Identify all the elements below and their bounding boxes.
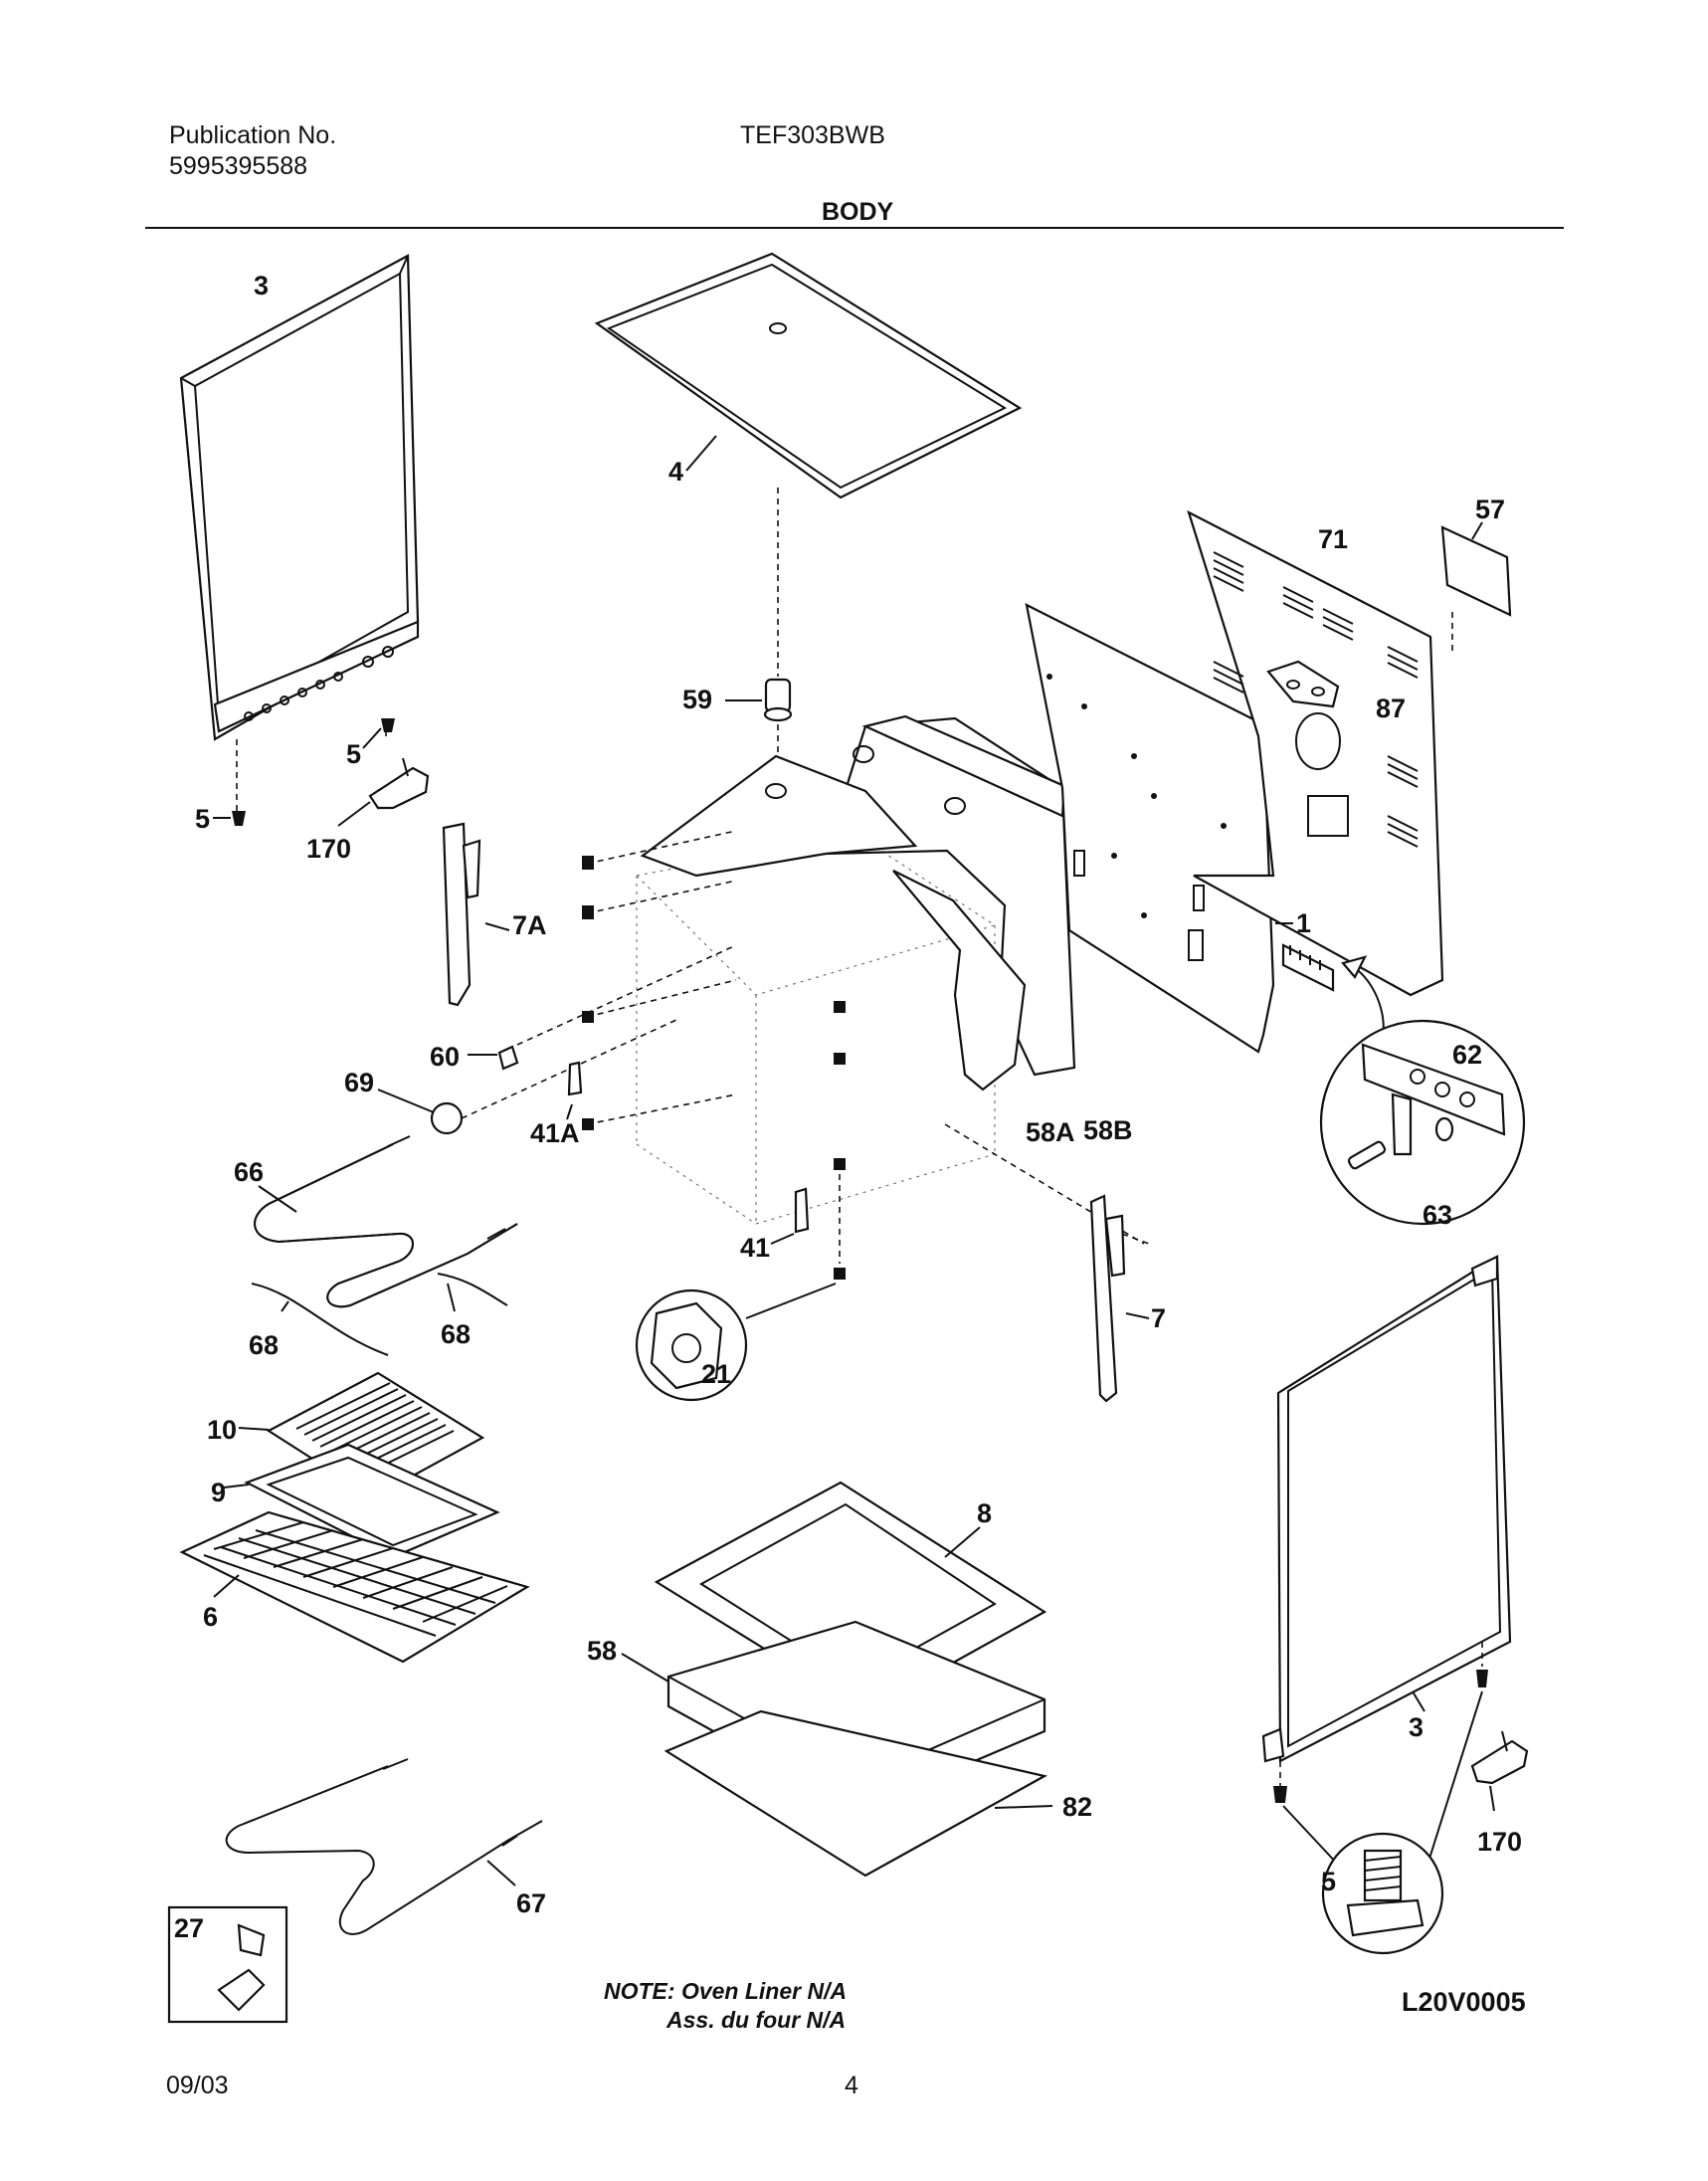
oven-rack	[179, 1510, 530, 1664]
wire-leads	[251, 1273, 508, 1356]
insulation-top-front	[640, 754, 918, 878]
leveling-leg-callout	[1321, 1832, 1444, 1955]
leveling-spacer	[763, 678, 793, 722]
label-part-170-left: 170	[306, 834, 351, 864]
label-part-7a: 7A	[512, 910, 547, 940]
label-part-41: 41	[740, 1233, 770, 1263]
revision-date: 09/03	[166, 2072, 229, 2099]
light-lens	[430, 1101, 464, 1135]
label-part-69: 69	[344, 1068, 374, 1097]
wire-clip-box	[167, 1905, 288, 2024]
label-part-67: 67	[516, 1888, 546, 1918]
anti-tip-bracket-left	[337, 757, 430, 827]
label-part-59: 59	[682, 685, 712, 714]
label-part-41a: 41A	[530, 1118, 580, 1148]
clip-60	[497, 1045, 519, 1071]
label-part-7: 7	[1151, 1303, 1166, 1333]
bracket-41a	[567, 1061, 583, 1096]
broil-element	[254, 1135, 518, 1308]
section-title: BODY	[822, 198, 894, 226]
screw-right-lower	[1273, 1786, 1287, 1803]
label-part-3-right: 3	[1409, 1712, 1423, 1742]
label-part-58a: 58A	[1026, 1117, 1075, 1147]
screw-left-upper	[381, 718, 395, 732]
label-part-87: 87	[1376, 694, 1406, 723]
light-socket-callout	[635, 1289, 748, 1402]
label-part-63: 63	[1423, 1200, 1452, 1230]
label-part-5-callout: 5	[1321, 1867, 1336, 1896]
label-part-5-left-upper: 5	[346, 739, 361, 769]
mounting-screws-left	[582, 830, 737, 1130]
label-part-8: 8	[977, 1498, 992, 1528]
label-part-1: 1	[1296, 908, 1311, 938]
insulation-side	[892, 870, 1027, 1091]
oven-liner-note: NOTE: Oven Liner N/A	[604, 1978, 848, 2004]
bracket-41	[794, 1187, 810, 1234]
terminal-block	[1281, 943, 1335, 992]
bake-element	[225, 1758, 543, 1935]
label-part-58b: 58B	[1083, 1115, 1133, 1145]
label-part-58: 58	[587, 1636, 617, 1666]
side-panel-right	[1261, 1255, 1512, 1763]
header-rule	[145, 227, 1564, 229]
label-part-10: 10	[207, 1415, 237, 1445]
label-part-4: 4	[668, 457, 683, 487]
label-part-71: 71	[1318, 524, 1348, 554]
screw-left-lower	[232, 811, 246, 826]
terminal-detail-callout	[1319, 1019, 1526, 1226]
page-number: 4	[845, 2072, 858, 2099]
label-part-6: 6	[203, 1602, 218, 1632]
label-part-62: 62	[1452, 1040, 1482, 1070]
cover-plate	[1266, 660, 1340, 708]
anti-tip-bracket-right	[1470, 1730, 1529, 1812]
access-cover	[1440, 525, 1512, 617]
back-cover	[1187, 509, 1444, 997]
bottom-panel	[664, 1709, 1048, 1878]
label-part-60: 60	[430, 1042, 460, 1072]
label-part-57: 57	[1475, 495, 1505, 524]
rack-support-left	[442, 822, 481, 1007]
diagram-code: L20V0005	[1402, 1987, 1526, 2017]
oven-cavity-outline	[635, 833, 997, 1225]
label-part-66: 66	[234, 1157, 264, 1187]
label-part-21: 21	[701, 1359, 731, 1389]
publication-label: Publication No.	[169, 121, 337, 149]
rack-support-right	[1089, 1194, 1150, 1403]
label-part-5-left-lower: 5	[195, 804, 210, 834]
label-part-27: 27	[174, 1913, 204, 1943]
label-part-82: 82	[1062, 1792, 1092, 1822]
label-part-68-left: 68	[249, 1330, 279, 1360]
screw-right-upper	[1476, 1670, 1488, 1687]
label-part-3-left: 3	[254, 271, 269, 300]
label-part-170-right: 170	[1477, 1827, 1522, 1857]
label-part-68-right: 68	[441, 1319, 471, 1349]
label-part-9: 9	[211, 1478, 226, 1507]
oven-liner-note-fr: Ass. du four N/A	[666, 2007, 847, 2033]
mounting-screws-center	[834, 1001, 1145, 1280]
top-panel	[594, 252, 1023, 499]
model-number: TEF303BWB	[740, 121, 885, 149]
side-panel-left	[179, 254, 420, 741]
broil-pan	[244, 1443, 500, 1559]
publication-number: 5995395588	[169, 152, 308, 180]
